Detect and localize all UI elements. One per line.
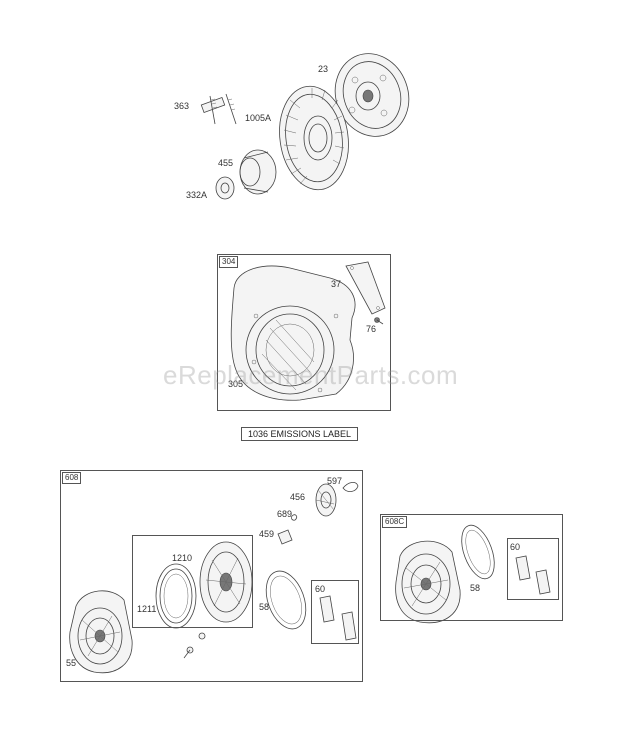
emissions-label-box: 1036 EMISSIONS LABEL: [241, 427, 359, 441]
label-305: 305: [228, 379, 244, 389]
label-55: 55: [66, 658, 77, 668]
label-363: 363: [174, 101, 190, 111]
hub-parts: [183, 632, 206, 659]
label-60: 60: [315, 584, 326, 594]
handle-part-60c: [515, 555, 551, 595]
label-60c: 60: [510, 542, 521, 552]
shroud-group-box: [217, 254, 391, 411]
nut-part-332a: [215, 176, 235, 200]
retainer-part-597: [342, 482, 359, 492]
shroud-group-tag: 304: [219, 256, 239, 268]
cup-part-455: [239, 149, 277, 195]
label-597: 597: [327, 476, 343, 486]
plate-part-37: [345, 261, 386, 315]
label-456: 456: [290, 492, 306, 502]
spring-part-1211: [155, 563, 197, 629]
blower-housing-part-305: [230, 265, 356, 401]
ratchet-part-456: [315, 483, 337, 517]
starter-housing-part-55: [69, 590, 133, 674]
handle-part-60: [319, 595, 357, 641]
starter-c-group-tag: 608C: [382, 516, 408, 528]
label-455: 455: [218, 158, 234, 168]
rope-part-58: [265, 570, 307, 630]
label-1210: 1210: [172, 553, 193, 563]
label-37: 37: [331, 279, 342, 289]
starter-group-box: [60, 470, 363, 682]
label-332a: 332A: [186, 190, 208, 200]
label-58: 58: [259, 602, 270, 612]
label-459: 459: [259, 529, 275, 539]
rope-part-58c: [461, 524, 495, 580]
label-689: 689: [277, 509, 293, 519]
screw-part-76: [374, 317, 384, 325]
starter-c-group-box: [380, 514, 563, 621]
pulley-subgroup-box: [132, 535, 253, 628]
fan-part-1005a: [279, 85, 349, 191]
label-23: 23: [318, 64, 329, 74]
pawl-part-459: [277, 529, 293, 545]
label-1005a: 1005A: [245, 113, 272, 123]
spring-part-689: [291, 514, 298, 521]
label-76: 76: [366, 324, 377, 334]
starter-group-tag: 608: [62, 472, 82, 484]
handle-subgroup-box: [311, 580, 359, 644]
label-58c: 58: [470, 583, 481, 593]
label-1211: 1211: [137, 604, 157, 614]
flywheel-part-23: [334, 53, 410, 137]
handle-c-subgroup-box: [507, 538, 559, 600]
bracket-part-363: [200, 93, 237, 125]
starter-housing-part-608c: [395, 540, 461, 624]
watermark: eReplacementParts.com: [163, 360, 459, 390]
